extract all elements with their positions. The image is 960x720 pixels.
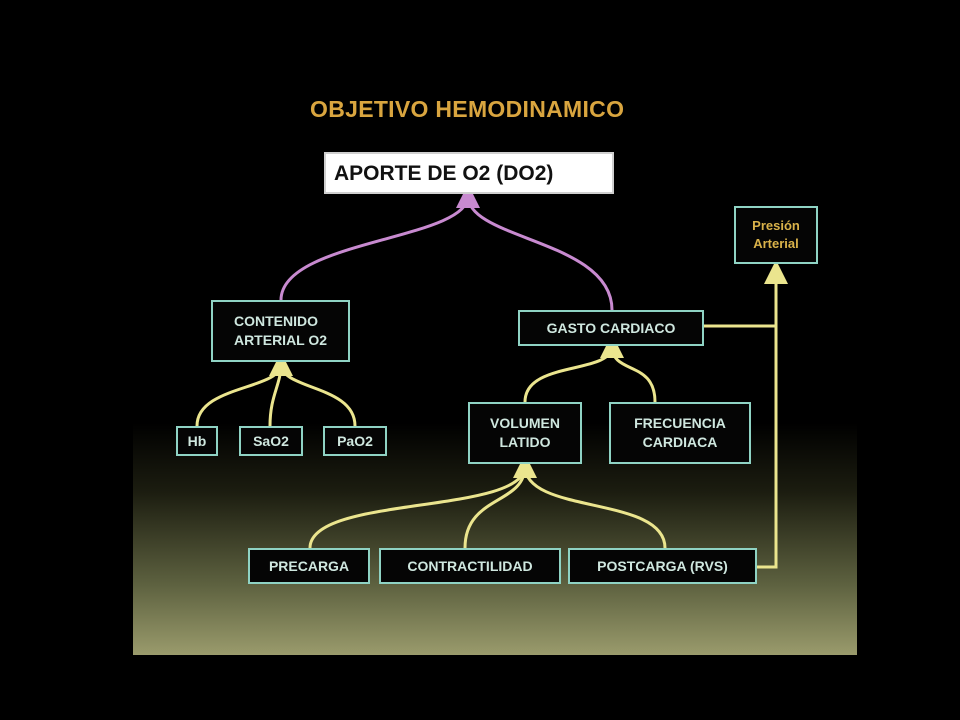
connector-postcarga-presion — [757, 260, 788, 569]
node-sao2: SaO2 — [239, 426, 303, 456]
connector-pao2-contenido — [279, 363, 357, 427]
node-hb-label: Hb — [187, 432, 207, 449]
node-volumen-latido-label: VOLUMEN LATIDO — [490, 415, 560, 450]
node-postcarga-label: POSTCARGA (RVS) — [597, 557, 728, 574]
connector-volumen-gasto — [523, 334, 624, 403]
node-contenido-arterial-label: CONTENIDO ARTERIAL O2 — [233, 313, 328, 348]
connector-contenido-aporte — [279, 184, 480, 301]
node-frecuencia-cardiaca-label: FRECUENCIA CARDIACA — [634, 415, 726, 450]
diagram-title: OBJETIVO HEMODINAMICO — [310, 96, 625, 122]
node-contenido-arterial: CONTENIDO ARTERIAL O2 — [211, 300, 350, 362]
connector-hb-contenido — [195, 352, 293, 427]
node-pao2: PaO2 — [323, 426, 387, 456]
connector-gasto-aporte — [466, 195, 614, 311]
connector-postcarga-volumen — [523, 465, 667, 549]
connector-precarga-volumen — [308, 454, 537, 549]
node-hb: Hb — [176, 426, 218, 456]
node-precarga: PRECARGA — [248, 548, 370, 584]
node-aporte-o2: APORTE DE O2 (DO2) — [324, 152, 614, 194]
node-pao2-label: PaO2 — [337, 432, 373, 449]
node-presion-arterial-label: Presión Arterial — [752, 218, 800, 251]
node-postcarga: POSTCARGA (RVS) — [568, 548, 757, 584]
node-aporte-o2-label: APORTE DE O2 (DO2) — [334, 161, 554, 185]
node-gasto-cardiaco: GASTO CARDIACO — [518, 310, 704, 346]
node-contractilidad-label: CONTRACTILIDAD — [407, 557, 533, 574]
node-volumen-latido: VOLUMEN LATIDO — [468, 402, 582, 464]
connector-contractilidad-volumen — [463, 465, 527, 549]
connector-frecuencia-gasto — [610, 345, 657, 403]
node-presion-arterial: Presión Arterial — [734, 206, 818, 264]
node-sao2-label: SaO2 — [253, 432, 289, 449]
node-contractilidad: CONTRACTILIDAD — [379, 548, 561, 584]
node-frecuencia-cardiaca: FRECUENCIA CARDIACA — [609, 402, 751, 464]
node-gasto-cardiaco-label: GASTO CARDIACO — [546, 319, 676, 336]
node-precarga-label: PRECARGA — [268, 557, 350, 574]
